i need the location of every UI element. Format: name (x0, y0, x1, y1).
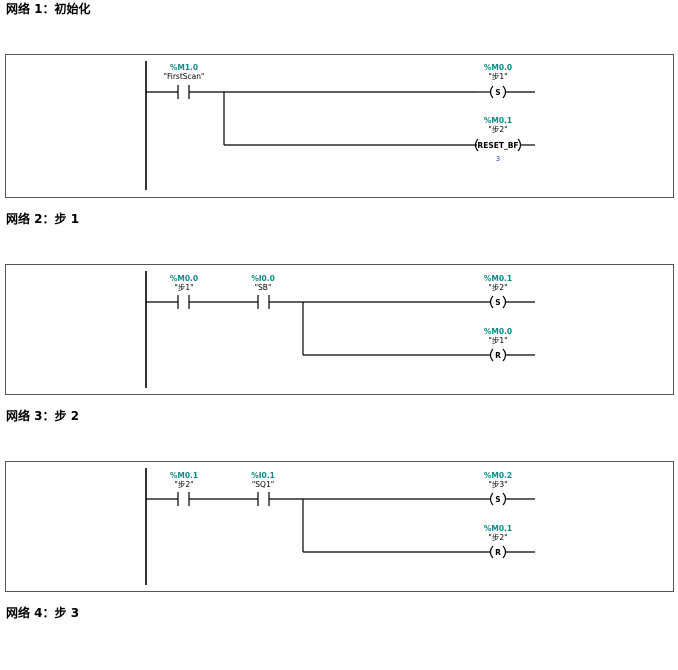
coil-address: %M0.0 (484, 63, 512, 72)
contact-symbol: "步2" (174, 480, 193, 489)
no-contact-icon[interactable] (177, 85, 190, 99)
network-3-title: 网络 3：步 2 (6, 409, 80, 423)
coil-symbol: "步2" (488, 283, 507, 292)
network-3-panel[interactable]: %M0.1 "步2" %I0.1 "SQ1" %M0.2 "步3" S %M0.… (5, 461, 674, 592)
set-coil-icon[interactable]: S (489, 85, 507, 99)
reset-coil-icon[interactable]: R (489, 348, 507, 362)
network-4-title: 网络 4：步 3 (6, 606, 80, 620)
reset-count-param[interactable]: 3 (496, 155, 500, 163)
coil-symbol: "步3" (488, 480, 507, 489)
svg-text:RESET_BF: RESET_BF (477, 141, 518, 150)
contact-address: %M1.0 (170, 63, 198, 72)
network-1-ladder: %M1.0 "FirstScan" %M0.0 "步1" S %M0.1 "步2… (145, 61, 535, 190)
svg-text:R: R (495, 548, 501, 557)
svg-text:S: S (495, 495, 500, 504)
reset-bf-coil-icon[interactable]: RESET_BF (474, 138, 522, 152)
contact-symbol: "FirstScan" (164, 72, 205, 81)
network-2-ladder: %M0.0 "步1" %I0.0 "SB" %M0.1 "步2" S %M0.0… (145, 271, 535, 388)
network-2-title: 网络 2：步 1 (6, 212, 80, 226)
coil-symbol: "步2" (488, 125, 507, 134)
contact-address: %M0.1 (170, 471, 198, 480)
no-contact-icon[interactable] (257, 295, 270, 309)
network-3-ladder: %M0.1 "步2" %I0.1 "SQ1" %M0.2 "步3" S %M0.… (145, 468, 535, 585)
svg-text:S: S (495, 88, 500, 97)
coil-address: %M0.1 (484, 524, 512, 533)
coil-address: %M0.1 (484, 274, 512, 283)
no-contact-icon[interactable] (177, 492, 190, 506)
set-coil-icon[interactable]: S (489, 295, 507, 309)
no-contact-icon[interactable] (257, 492, 270, 506)
no-contact-icon[interactable] (177, 295, 190, 309)
svg-text:R: R (495, 351, 501, 360)
network-2-panel[interactable]: %M0.0 "步1" %I0.0 "SB" %M0.1 "步2" S %M0.0… (5, 264, 674, 395)
set-coil-icon[interactable]: S (489, 492, 507, 506)
network-1-panel[interactable]: %M1.0 "FirstScan" %M0.0 "步1" S %M0.1 "步2… (5, 54, 674, 198)
reset-coil-icon[interactable]: R (489, 545, 507, 559)
network-1-title: 网络 1：初始化 (6, 2, 91, 16)
contact-address: %M0.0 (170, 274, 198, 283)
contact-symbol: "SQ1" (252, 480, 274, 489)
contact-symbol: "步1" (174, 283, 193, 292)
coil-symbol: "步1" (488, 336, 507, 345)
svg-text:S: S (495, 298, 500, 307)
coil-address: %M0.1 (484, 116, 512, 125)
coil-symbol: "步1" (488, 72, 507, 81)
contact-address: %I0.0 (251, 274, 275, 283)
coil-address: %M0.0 (484, 327, 512, 336)
coil-address: %M0.2 (484, 471, 512, 480)
coil-symbol: "步2" (488, 533, 507, 542)
contact-address: %I0.1 (251, 471, 275, 480)
contact-symbol: "SB" (255, 283, 272, 292)
